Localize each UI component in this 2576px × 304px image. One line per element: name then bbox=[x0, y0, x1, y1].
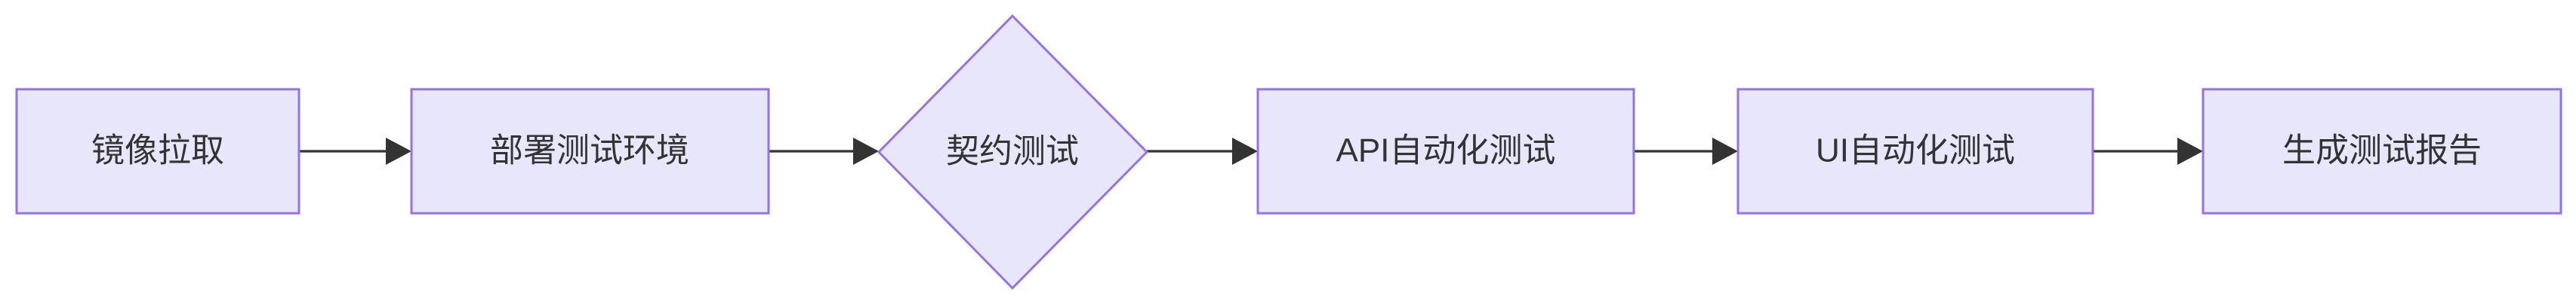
node-rect bbox=[15, 88, 300, 215]
node-label: API自动化测试 bbox=[1336, 132, 1556, 169]
edge-layer bbox=[299, 138, 2203, 165]
node-label: 部署测试环境 bbox=[490, 132, 689, 169]
node-label: UI自动化测试 bbox=[1816, 132, 2015, 169]
node-diamond bbox=[877, 14, 1149, 290]
node-rect bbox=[2202, 88, 2562, 215]
node-layer: 镜像拉取 部署测试环境 契约测试 API自动化测试 UI自动化测试 生成测试报告 bbox=[15, 14, 2562, 290]
node-api-automation-test[interactable]: API自动化测试 bbox=[1256, 88, 1635, 215]
node-contract-test[interactable]: 契约测试 bbox=[877, 14, 1149, 290]
edge-ui-to-report[interactable] bbox=[2093, 138, 2203, 165]
edge-api-to-ui[interactable] bbox=[1634, 138, 1738, 165]
arrowhead-icon bbox=[2177, 138, 2203, 165]
node-label: 生成测试报告 bbox=[2282, 132, 2482, 169]
node-generate-test-report[interactable]: 生成测试报告 bbox=[2202, 88, 2562, 215]
edge-contract-to-api[interactable] bbox=[1147, 138, 1258, 165]
arrowhead-icon bbox=[853, 138, 879, 165]
node-label: 契约测试 bbox=[946, 133, 1079, 170]
node-rect bbox=[410, 88, 770, 215]
node-rect bbox=[1256, 88, 1635, 215]
edge-deploy-to-contract[interactable] bbox=[769, 138, 879, 165]
node-image-pull[interactable]: 镜像拉取 bbox=[15, 88, 300, 215]
node-rect bbox=[1736, 88, 2094, 215]
node-label: 镜像拉取 bbox=[91, 132, 224, 169]
edge-pull-to-deploy[interactable] bbox=[299, 138, 411, 165]
arrowhead-icon bbox=[1232, 138, 1258, 165]
node-deploy-test-env[interactable]: 部署测试环境 bbox=[410, 88, 770, 215]
node-ui-automation-test[interactable]: UI自动化测试 bbox=[1736, 88, 2094, 215]
arrowhead-icon bbox=[386, 138, 411, 165]
arrowhead-icon bbox=[1712, 138, 1738, 165]
